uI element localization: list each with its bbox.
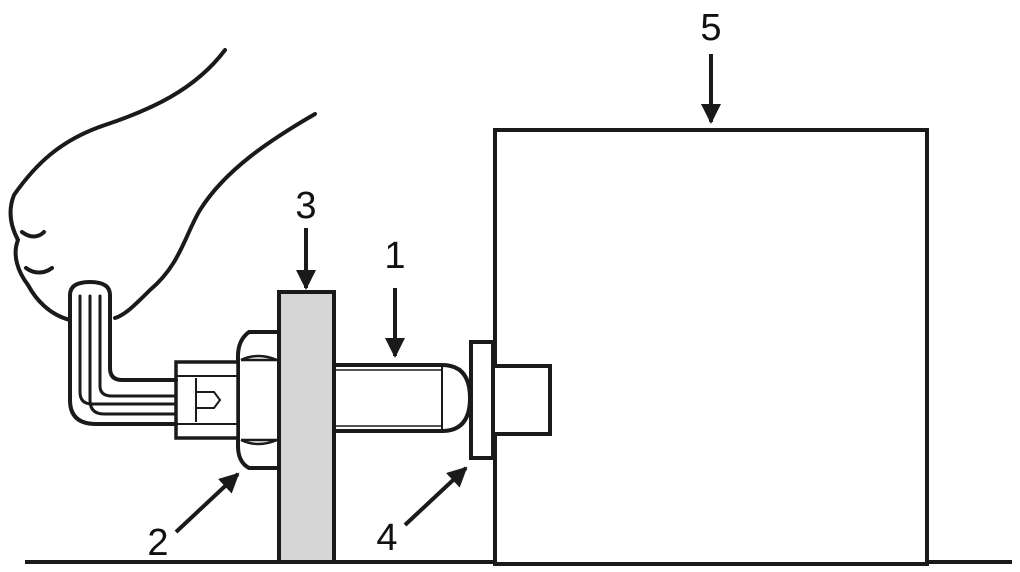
label-5: 5 [700,7,721,49]
hex-nut [236,330,281,470]
target-box [493,128,929,566]
mounting-plate [277,290,336,564]
washer [469,340,495,460]
arrow-2 [174,472,240,534]
hex-key-socket [174,360,240,440]
label-1: 1 [384,235,405,277]
bolt-head [491,364,552,436]
hand [8,48,317,322]
arrow-4 [403,466,468,527]
label-2: 2 [147,522,168,564]
label-4: 4 [376,517,397,559]
bolt-shaft [334,363,473,433]
label-3: 3 [295,185,316,227]
hex-key [68,279,178,426]
